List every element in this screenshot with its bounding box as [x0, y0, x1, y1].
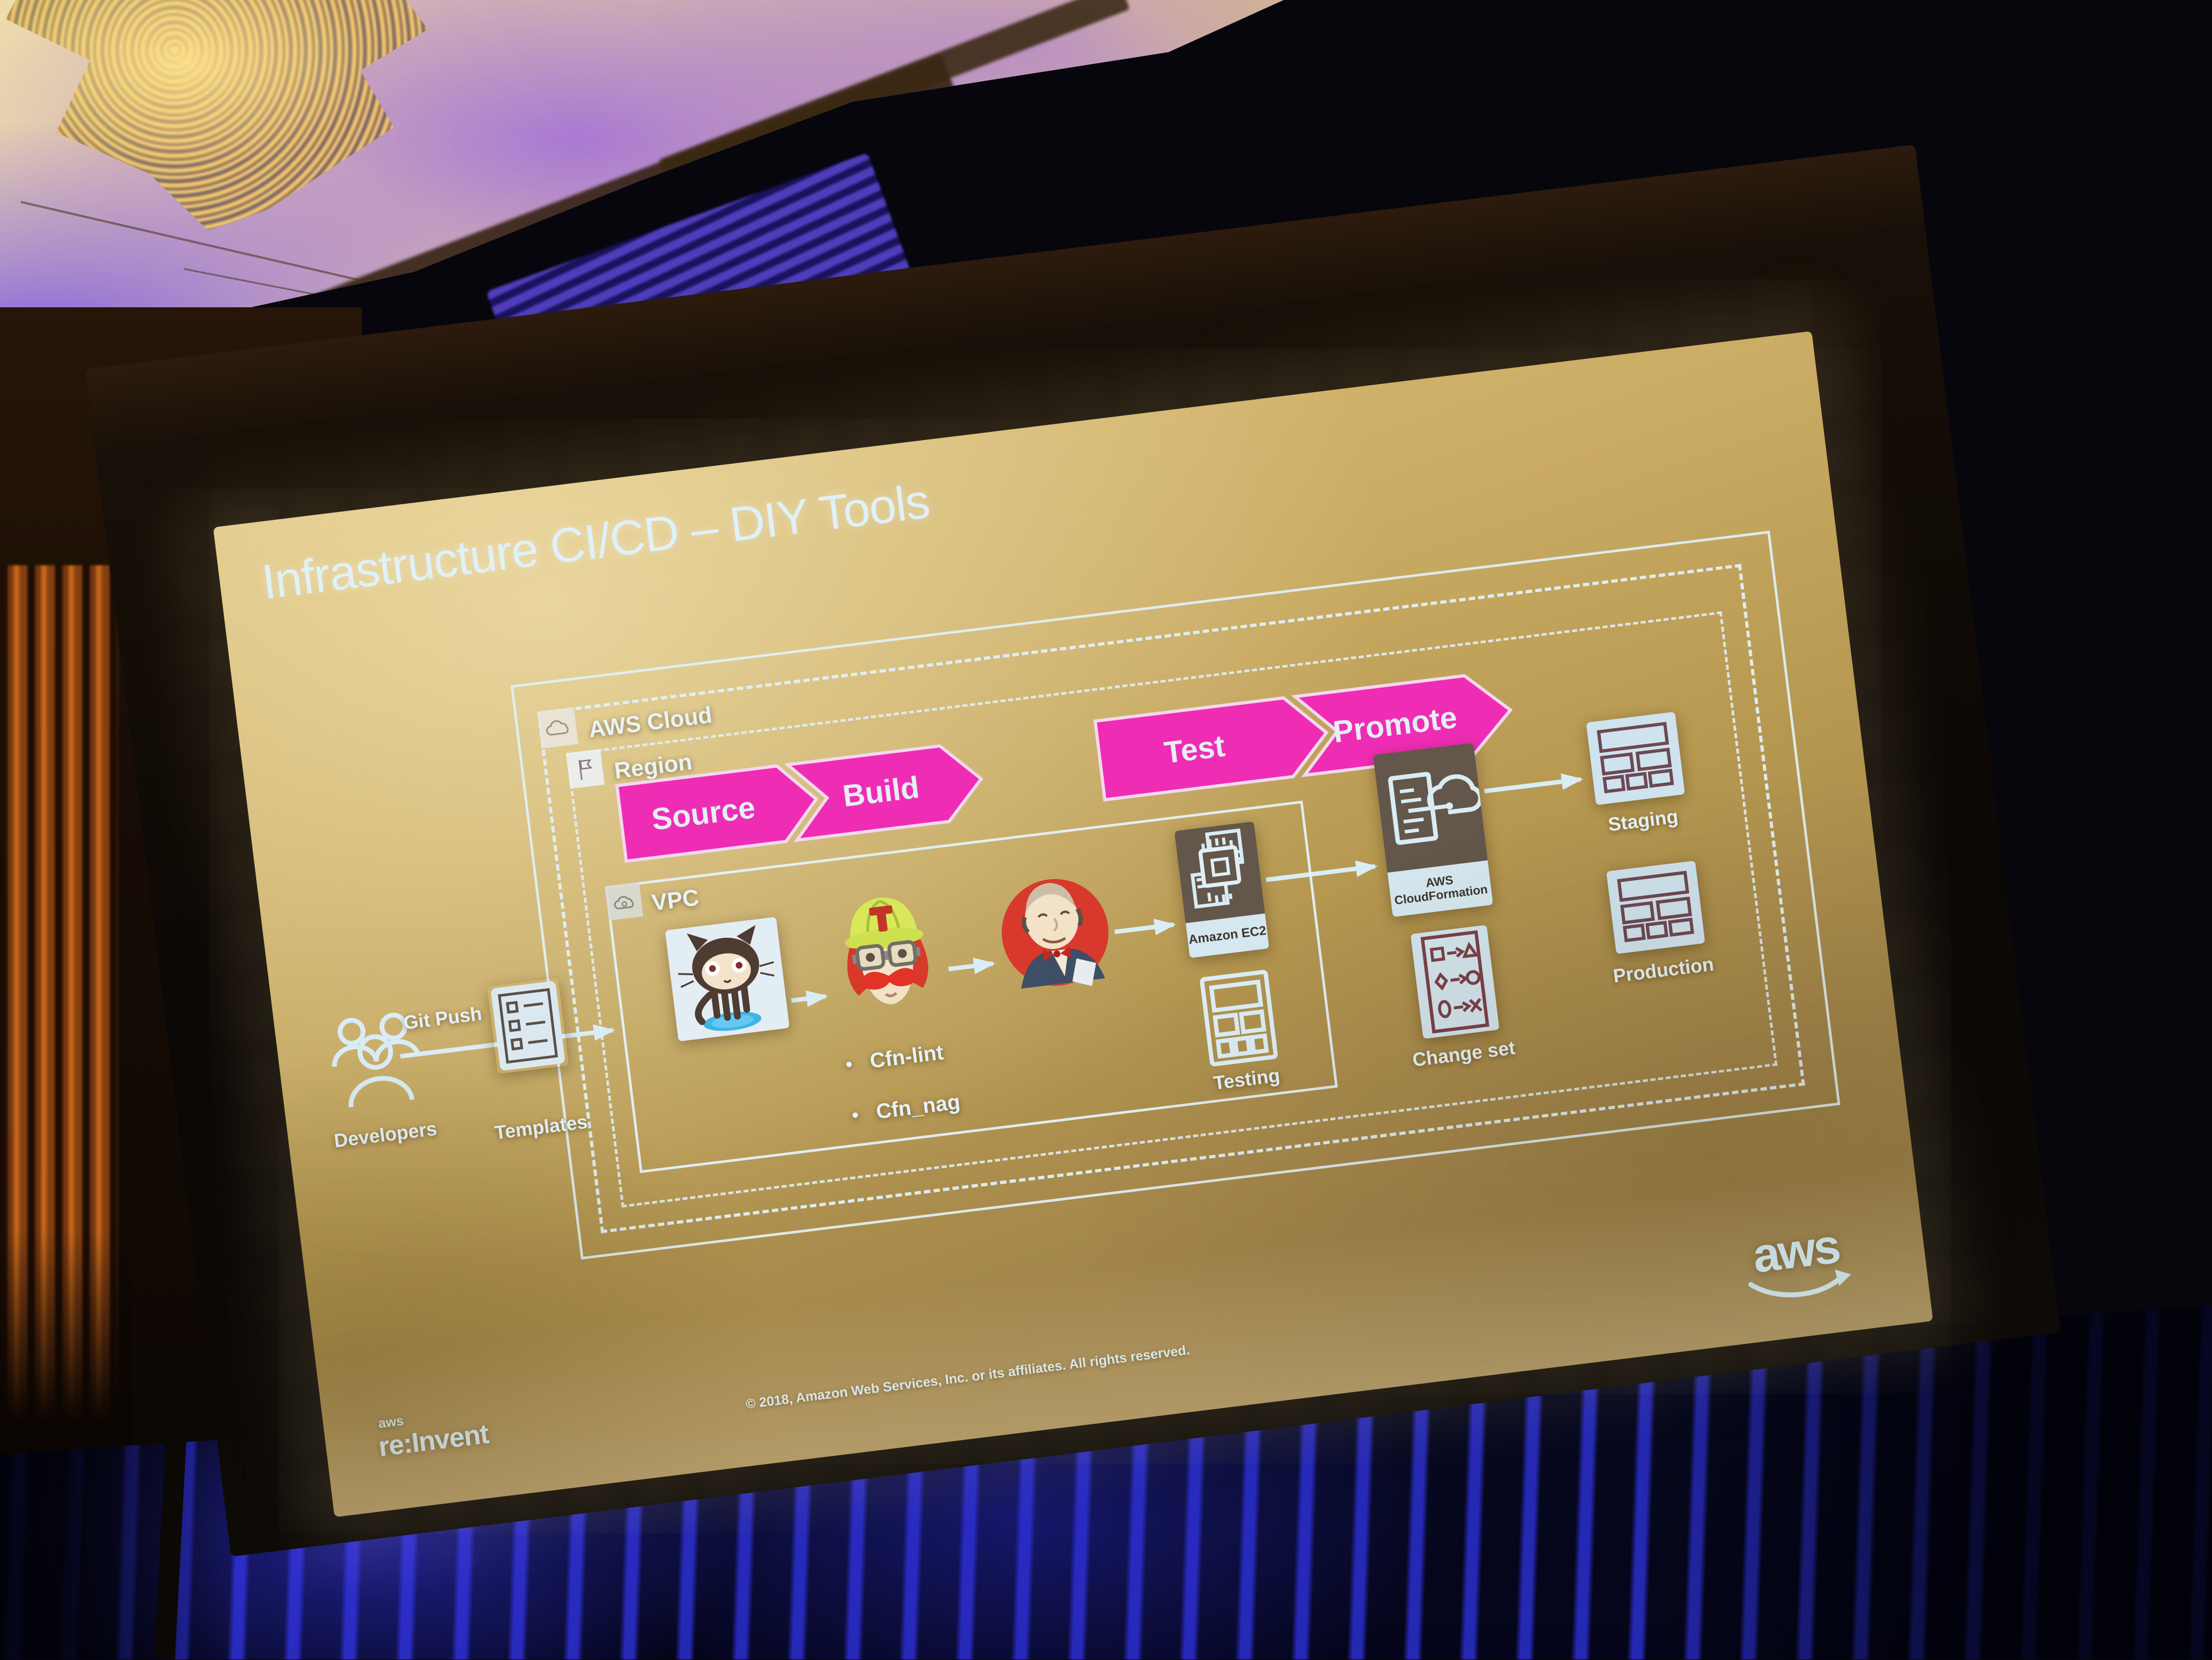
- staging-stack-icon: [1596, 722, 1674, 794]
- vpc-icon: [605, 882, 644, 921]
- staging-node: [1585, 711, 1685, 806]
- region-container: Region: [566, 611, 1778, 1208]
- vpc-label: VPC: [650, 884, 701, 916]
- stage-chevrons-source-build: Source Build: [615, 744, 984, 863]
- check-item: Cfn_nag: [850, 1089, 962, 1127]
- jenkins-icon: [1001, 879, 1109, 989]
- region-icon: [566, 749, 605, 789]
- aws-smile-icon: [1748, 1270, 1852, 1298]
- taskcat-icon: [845, 897, 928, 1005]
- production-node: [1606, 860, 1706, 954]
- changeset-node: [1410, 925, 1500, 1039]
- testing-grid-icon: [1200, 970, 1278, 1067]
- developers-icon: [332, 1012, 421, 1108]
- templates-node: [487, 978, 569, 1074]
- taskcat-node: [823, 882, 949, 1028]
- aws-cloud-container: AWS Cloud: [537, 564, 1805, 1234]
- changeset-icon: [1420, 930, 1489, 1034]
- aws-logo: aws: [1726, 1219, 1870, 1318]
- source-chevron: [615, 764, 819, 863]
- stage-test-label: Test: [1163, 728, 1227, 770]
- vpc-container: VPC: [605, 800, 1338, 1173]
- github-octocat-icon: [678, 925, 775, 1031]
- aws-cloud-icon: [537, 707, 579, 749]
- presentation-slide: Infrastructure CI/CD – DIY Tools AWS Clo…: [213, 331, 1933, 1517]
- cloudformation-icon: [1388, 772, 1483, 845]
- build-chevron: [783, 744, 984, 842]
- jenkins-node: [991, 860, 1119, 1010]
- templates-icon: [491, 981, 565, 1071]
- production-stack-icon: [1617, 870, 1695, 943]
- cloudformation-node: AWS CloudFormation: [1373, 742, 1493, 918]
- ec2-chip-icon: [1190, 828, 1245, 909]
- ec2-node: Amazon EC2: [1174, 821, 1269, 958]
- github-node: [665, 916, 790, 1042]
- cfn-checks-list: Cfn-lint Cfn_nag: [844, 1039, 965, 1153]
- test-chevron: [1093, 696, 1329, 802]
